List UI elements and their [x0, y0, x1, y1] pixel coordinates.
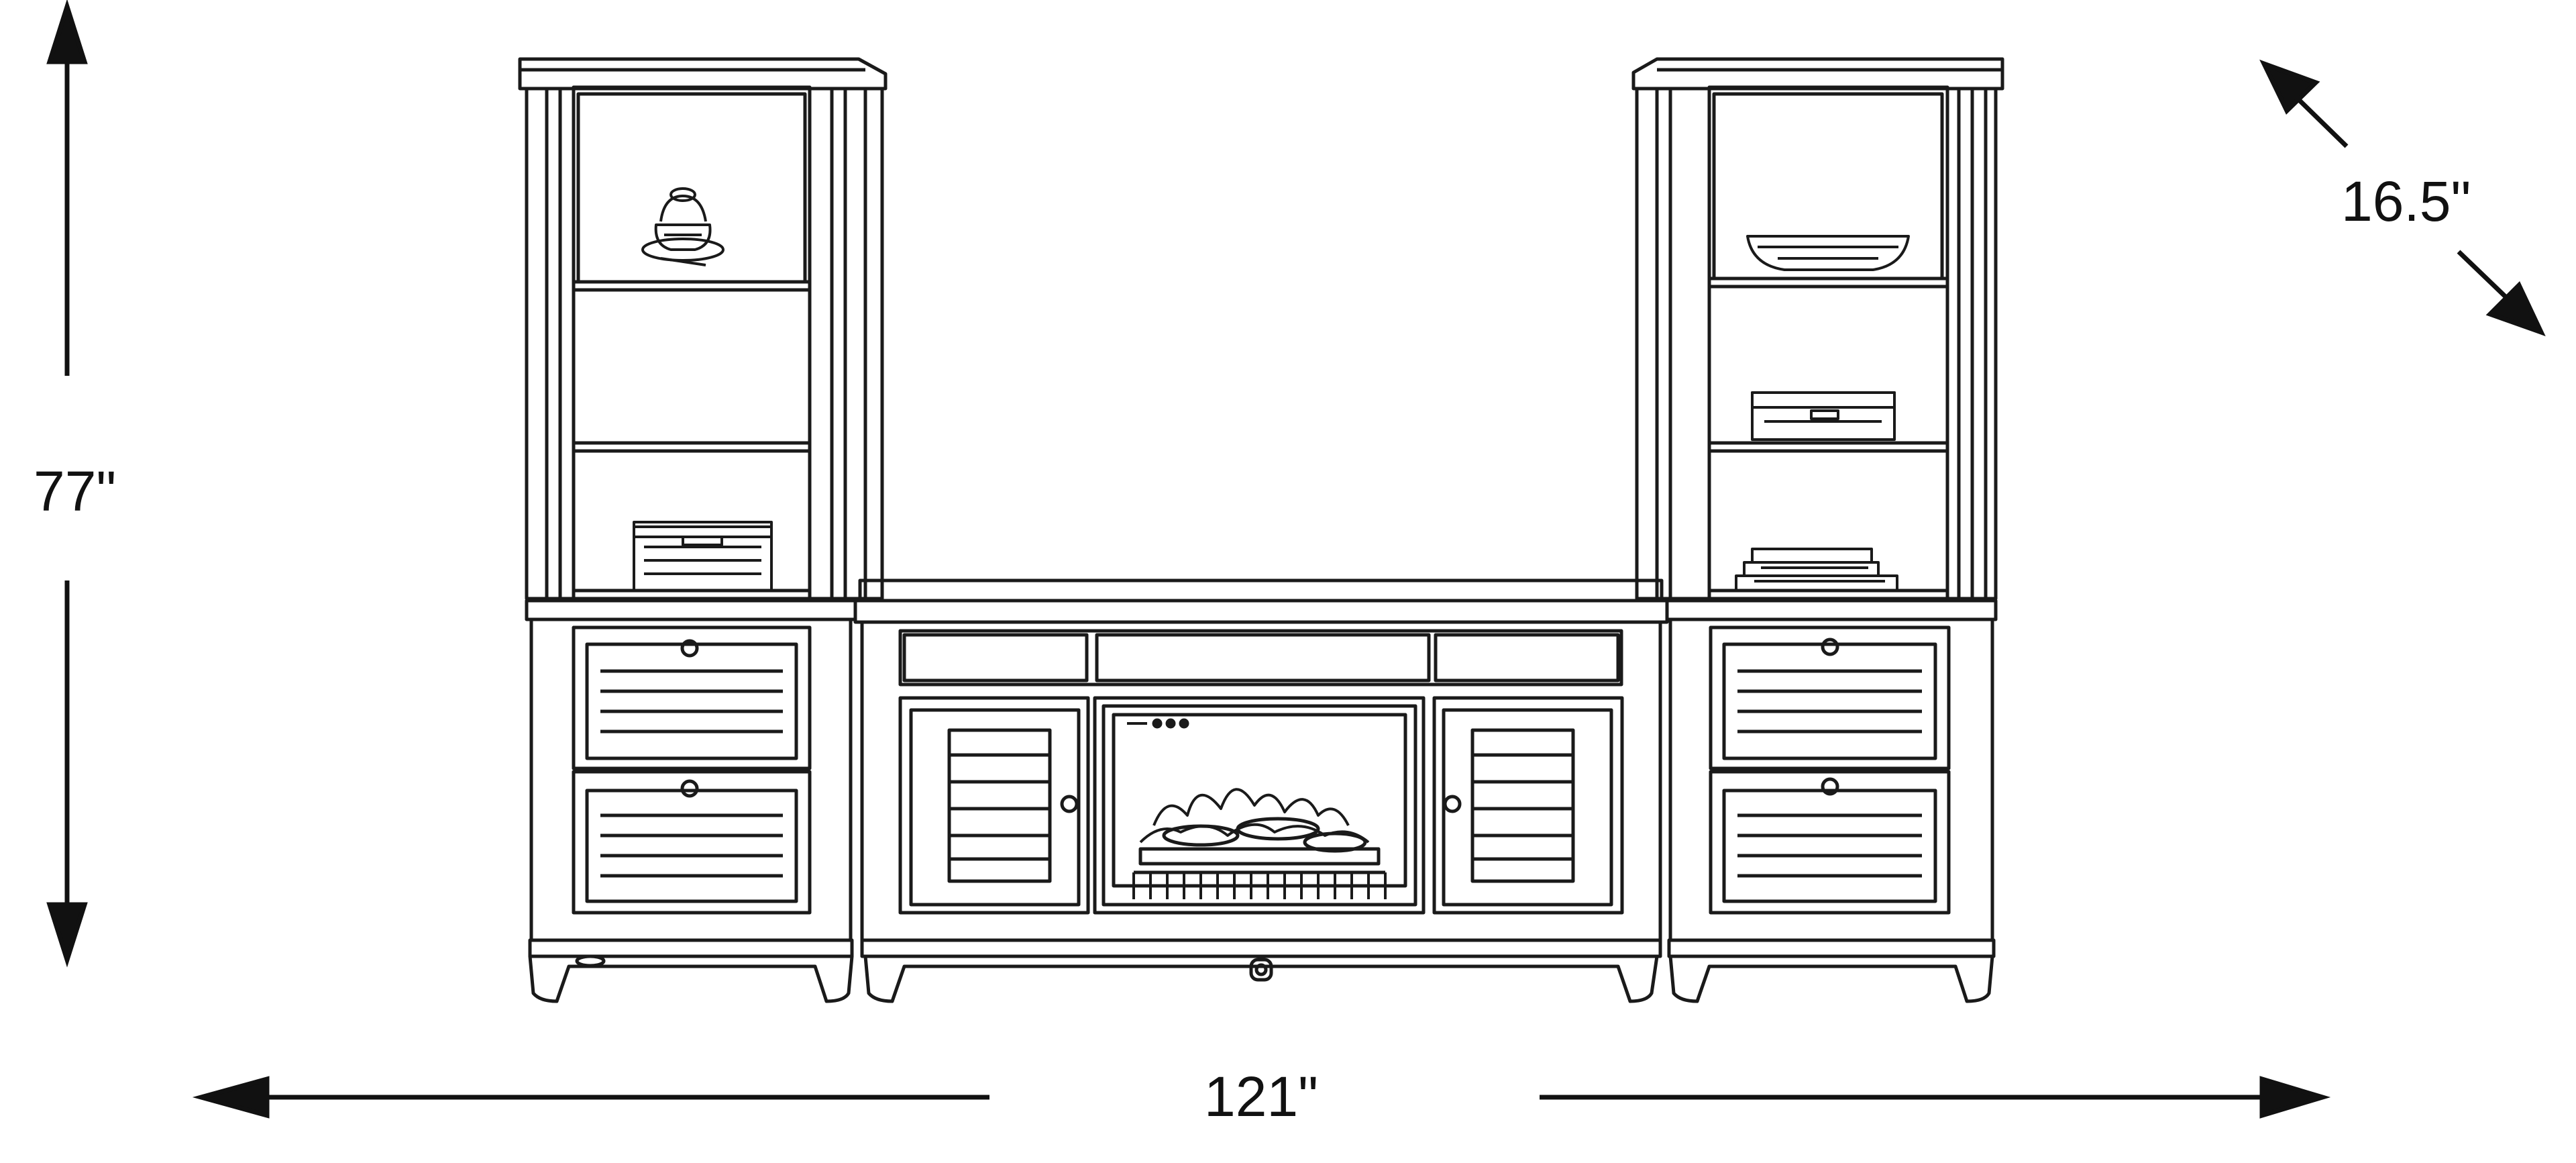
right-bookcase-tower — [1631, 57, 2004, 601]
left-bookcase-tower — [518, 57, 888, 601]
left-drawer-chest — [525, 599, 857, 1003]
fireplace-console — [853, 578, 1669, 1003]
height-dimension-label: 77" — [34, 460, 117, 523]
right-books-decor — [1735, 548, 1898, 592]
left-vase-decor — [641, 187, 724, 266]
right-box-decor — [1751, 391, 1896, 441]
height-dimension-arrows — [46, 0, 88, 968]
width-dimension-arrows — [192, 1076, 2331, 1119]
width-dimension-label: 121" — [1204, 1065, 1318, 1128]
depth-dimension-label: 16.5" — [2341, 170, 2471, 233]
right-bowl-decor — [1746, 235, 1910, 271]
electric-firebox — [1093, 696, 1426, 915]
right-drawer-chest — [1665, 599, 1998, 1003]
depth-dimension-arrows — [2259, 59, 2546, 337]
left-basket-decor — [633, 521, 773, 592]
